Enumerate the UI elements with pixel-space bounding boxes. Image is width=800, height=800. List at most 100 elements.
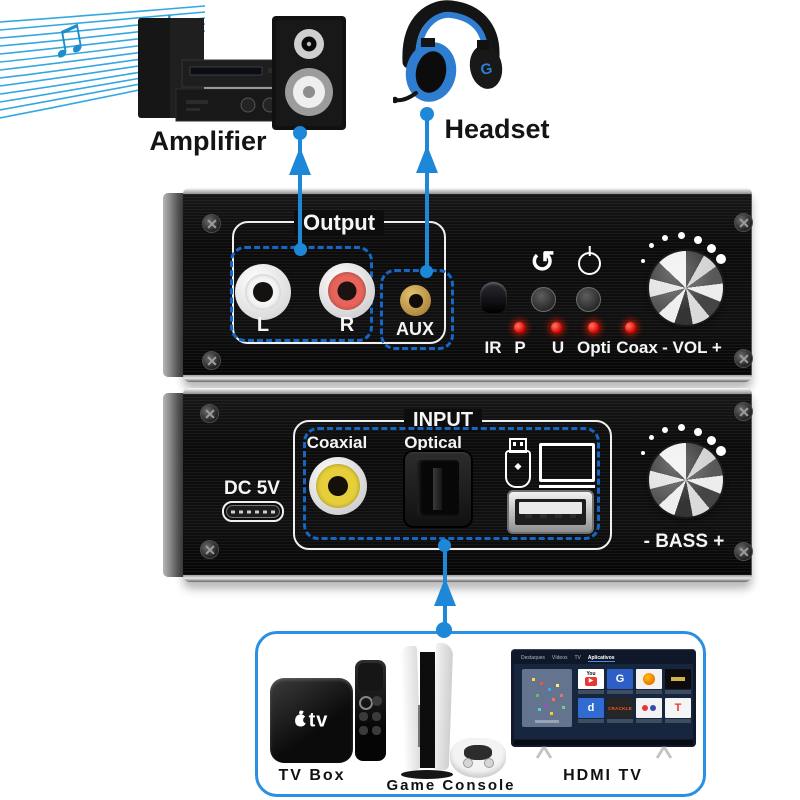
- tv-remote-image: [355, 660, 386, 761]
- knob-tick: [678, 232, 685, 239]
- headset-label: Headset: [444, 114, 550, 144]
- power-led-label: P: [514, 338, 526, 357]
- connector-line-headset: [425, 114, 429, 272]
- tv-stand-foot: [531, 746, 557, 759]
- panel-bottom-edge: [183, 375, 752, 382]
- display-icon: [539, 443, 595, 488]
- aux-jack: [400, 285, 431, 316]
- usb-a-port: [507, 490, 594, 534]
- tv-featured-tile: [522, 669, 572, 727]
- app-label: You: [586, 671, 596, 677]
- knob-tick: [694, 236, 702, 244]
- knob-tick: [707, 436, 716, 445]
- screw-icon: [734, 402, 753, 421]
- game-controller-image: [450, 738, 506, 778]
- screw-icon: [734, 349, 753, 368]
- connector-line-amplifier: [298, 133, 302, 250]
- connector-dot: [438, 539, 451, 552]
- rca-jack-right-red: [319, 263, 375, 319]
- knob-tick: [678, 424, 685, 431]
- tv-box-label: TV Box: [278, 767, 346, 784]
- dot-icon: [642, 705, 648, 711]
- tv-box-image: tv: [270, 678, 353, 763]
- hdmi-tv-label: HDMI TV: [563, 767, 643, 784]
- usb-flash-drive-icon: [505, 438, 531, 488]
- screw-icon: [202, 214, 221, 233]
- connector-dot: [420, 265, 433, 278]
- arrow-up-icon: [434, 578, 456, 606]
- globe-icon: [643, 673, 655, 685]
- function-button: [531, 287, 556, 312]
- dot-icon: [650, 705, 656, 711]
- app-tile-dark: [665, 669, 691, 689]
- knob-tick: [716, 254, 726, 264]
- apple-tv-logo: tv: [294, 709, 329, 732]
- app-tile-dots: [636, 698, 662, 718]
- amplifier-label: Amplifier: [149, 126, 267, 156]
- led-indicator: [551, 322, 562, 333]
- dac-rear-panel: INPUT DC 5V Coaxial Optical: [163, 388, 753, 582]
- tv-bottom-bezel: [514, 740, 693, 745]
- repeat-icon: ↺: [530, 246, 556, 279]
- app-label: d: [587, 702, 595, 714]
- usb-led-label: U: [551, 338, 565, 357]
- tv-stand-foot: [651, 746, 677, 759]
- knob-tick: [694, 428, 702, 436]
- aux-jack-label: AUX: [395, 319, 435, 339]
- connector-dot: [436, 622, 452, 638]
- input-group-outline: INPUT: [293, 409, 612, 550]
- optical-label: Optical: [404, 433, 462, 452]
- bass-label: - BASS +: [643, 531, 725, 552]
- headset-logo: G: [479, 60, 493, 79]
- output-label: Output: [293, 210, 385, 236]
- apple-tv-word: tv: [308, 709, 329, 731]
- headset-image: G: [393, 0, 503, 104]
- game-console-image: [399, 642, 454, 781]
- ir-label: IR: [484, 338, 502, 357]
- power-button: [576, 287, 601, 312]
- tv-menu-bar: Destaques Vídeos TV Aplicativos: [514, 652, 693, 664]
- app-tile-t: T: [665, 698, 691, 718]
- panel-top-edge: [183, 188, 752, 194]
- knob-tick: [716, 446, 726, 456]
- coaxial-label: Coaxial: [306, 433, 368, 452]
- arrow-up-icon: [416, 145, 438, 173]
- panel-bottom-edge: [183, 575, 752, 582]
- tv-menu-item: Aplicativos: [587, 654, 615, 662]
- tv-menu-item: TV: [574, 655, 581, 661]
- connector-dot: [294, 243, 307, 256]
- app-tile-crackle: CRACKLE: [607, 698, 633, 718]
- app-tile-globe: [636, 669, 662, 689]
- aux-output-dashed-box: [380, 269, 454, 350]
- knob-tick: [641, 259, 645, 263]
- usb-c-port: [222, 501, 284, 522]
- output-group-outline: Output: [232, 210, 446, 344]
- connector-dot: [420, 107, 434, 121]
- ir-receiver: [480, 282, 507, 313]
- app-logo-mark: [671, 677, 685, 681]
- coaxial-led-label: Coax: [616, 338, 658, 357]
- knob-tick: [649, 435, 654, 440]
- app-tile-d: d: [578, 698, 604, 718]
- dc-power-label: DC 5V: [224, 478, 280, 499]
- knob-tick: [662, 427, 668, 433]
- volume-knob: [649, 251, 723, 325]
- app-label: T: [674, 702, 682, 714]
- right-jack-label: R: [339, 314, 355, 336]
- app-label: G: [615, 673, 625, 685]
- dac-front-panel: Output L R AUX ↺ IR P U Op: [163, 188, 753, 382]
- tv-menu-item: Vídeos: [551, 655, 568, 661]
- optical-led-label: Opti: [577, 338, 611, 357]
- screw-icon: [200, 540, 219, 559]
- power-icon: [578, 252, 601, 275]
- source-devices-box: tv TV Box Game Console Destaques: [255, 631, 706, 797]
- knob-tick: [662, 235, 668, 241]
- coaxial-jack-yellow: [309, 457, 367, 515]
- app-tile-g: G: [607, 669, 633, 689]
- screw-icon: [202, 351, 221, 370]
- knob-tick: [641, 451, 645, 455]
- play-icon: ▶: [585, 677, 597, 686]
- knob-tick: [649, 243, 654, 248]
- bass-knob: [649, 443, 723, 517]
- tv-screen: Destaques Vídeos TV Aplicativos You ▶ G: [514, 652, 693, 739]
